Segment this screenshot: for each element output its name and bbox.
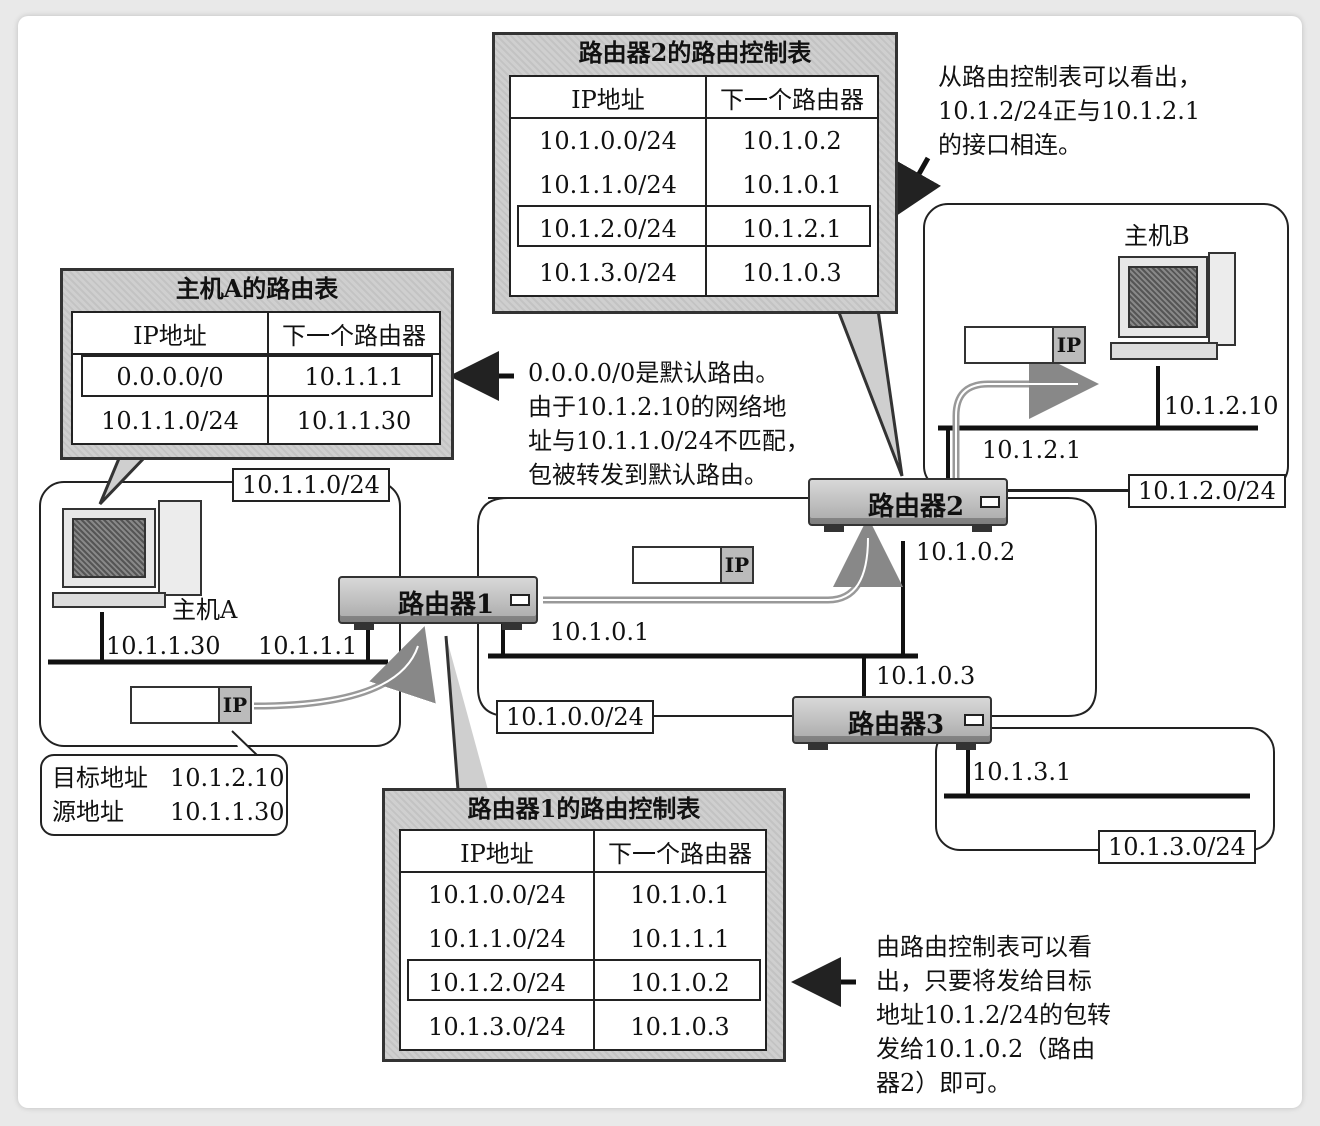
host-b-computer[interactable]: [1108, 252, 1238, 364]
col-header-next: 下一个路由器: [268, 312, 440, 355]
keyboard-icon: [52, 592, 166, 608]
diagram-canvas: 主机A 主机B 路由器1 路由器2 路由器3 IP IP IP 10.1.1.0…: [18, 16, 1302, 1108]
src-address-value: 10.1.1.30: [170, 798, 285, 826]
addr-router3-3: 10.1.3.1: [972, 758, 1072, 786]
addr-host-a: 10.1.1.30: [106, 632, 221, 660]
host-a-label: 主机A: [172, 596, 238, 624]
led-icon: [510, 594, 530, 606]
network-label-0: 10.1.0.0/24: [496, 700, 654, 734]
addr-router3-0: 10.1.0.3: [876, 662, 976, 690]
addr-router2-0: 10.1.0.2: [916, 538, 1016, 566]
col-header-next: 下一个路由器: [594, 830, 766, 873]
led-icon: [980, 496, 1000, 508]
col-header-ip: IP地址: [72, 312, 269, 355]
network-lines: [39, 156, 1289, 1007]
led-icon: [964, 714, 984, 726]
network-label-b: 10.1.2.0/24: [1128, 474, 1286, 508]
router-1[interactable]: 路由器1: [338, 576, 538, 630]
router-2[interactable]: 路由器2: [808, 478, 1008, 532]
dest-address-value: 10.1.2.10: [170, 764, 285, 792]
net-0-boundary: [477, 497, 1097, 717]
addr-router1-a: 10.1.1.1: [258, 632, 358, 660]
addr-router2-b: 10.1.2.1: [982, 436, 1082, 464]
tower-icon: [1208, 252, 1236, 346]
router-1-label: 路由器1: [398, 590, 495, 620]
table-title: 路由器2的路由控制表: [578, 38, 812, 67]
ip-header-icon: IP: [1052, 328, 1084, 362]
note-router2: 从路由控制表可以看出， 10.1.2/24正与10.1.2.1 的接口相连。: [938, 63, 1202, 159]
host-b-label: 主机B: [1124, 222, 1190, 250]
addr-host-b: 10.1.2.10: [1164, 392, 1279, 420]
note-router1: 由路由控制表可以看 出，只要将发给目标 地址10.1.2/24的包转 发给10.…: [876, 933, 1111, 1097]
screen-icon: [1128, 266, 1198, 328]
router-3[interactable]: 路由器3: [792, 696, 992, 750]
network-label-3: 10.1.3.0/24: [1098, 830, 1256, 864]
ip-packet-host-b: IP: [964, 326, 1086, 364]
col-header-ip: IP地址: [400, 830, 595, 873]
ip-packet-host-a: IP: [130, 686, 252, 724]
router-2-label: 路由器2: [868, 492, 965, 522]
network-label-a: 10.1.1.0/24: [232, 468, 390, 502]
addr-router1-0: 10.1.0.1: [550, 618, 650, 646]
keyboard-icon: [1110, 342, 1218, 360]
table-title: 路由器1的路由控制表: [467, 794, 701, 823]
ip-header-icon: IP: [720, 548, 752, 582]
dest-address-label: 目标地址: [52, 764, 148, 792]
note-default-route: 0.0.0.0/0是默认路由。 由于10.1.2.10的网络地 址与10.1.1…: [528, 359, 810, 489]
ip-packet-lan0: IP: [632, 546, 754, 584]
src-address-label: 源地址: [52, 798, 124, 826]
screen-icon: [72, 518, 146, 578]
ip-header-icon: IP: [218, 688, 250, 722]
col-header-ip: IP地址: [510, 76, 707, 119]
col-header-next: 下一个路由器: [706, 76, 878, 119]
host-a-computer[interactable]: [48, 500, 208, 612]
router-3-label: 路由器3: [848, 710, 945, 740]
packet-info-box: 目标地址 10.1.2.10 源地址 10.1.1.30: [40, 754, 288, 836]
tower-icon: [158, 500, 202, 596]
table-title: 主机A的路由表: [175, 274, 339, 303]
